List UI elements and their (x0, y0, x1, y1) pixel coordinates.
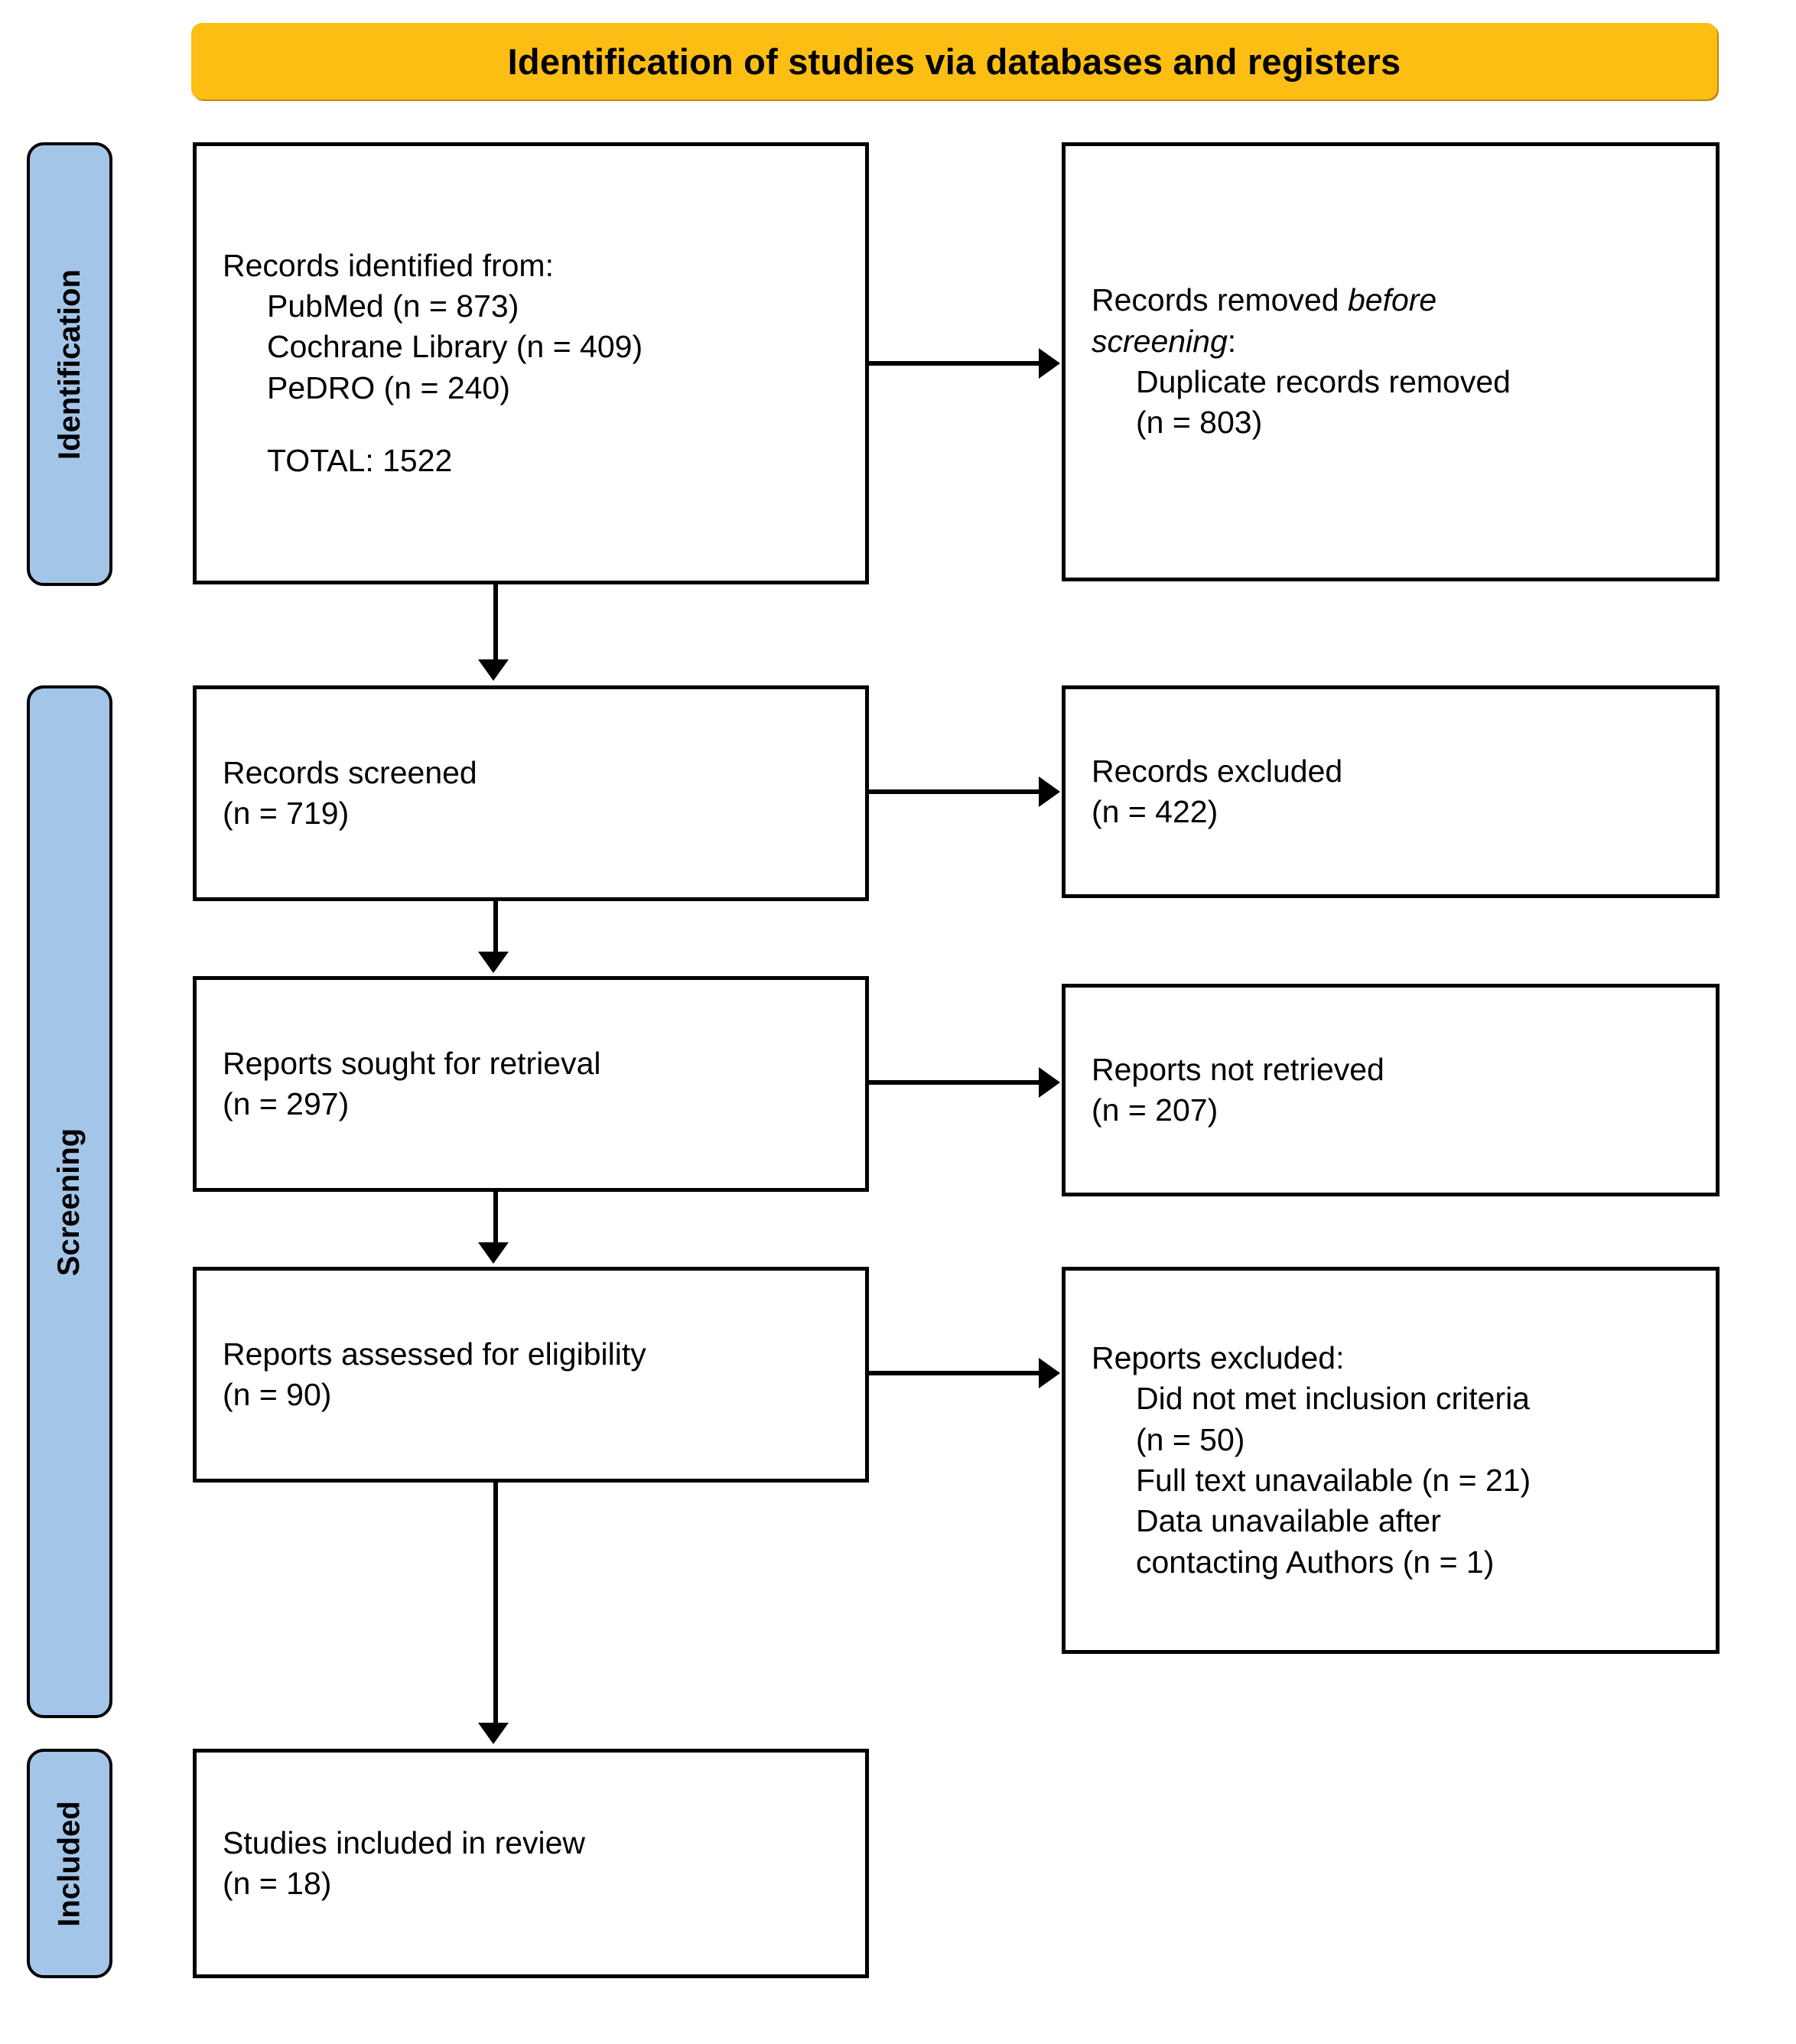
connector-sought-to-assessed (493, 1192, 498, 1244)
reports-excluded-heading: Reports excluded: (1092, 1340, 1345, 1376)
records-identified-total: TOTAL: 1522 (267, 442, 453, 478)
records-removed-heading-emphasis: before (1347, 282, 1437, 318)
stage-bar-included: Included (27, 1749, 112, 1978)
stage-label-identification: Identification (52, 269, 86, 460)
exclusion-reason-data-unavailable-cont: contacting Authors (n = 1) (1136, 1544, 1495, 1580)
connector-identified-to-screened (493, 584, 498, 661)
records-screened-count: (n = 719) (223, 796, 350, 831)
studies-included-count: (n = 18) (223, 1866, 332, 1901)
connector-assessed-to-included (493, 1483, 498, 1724)
box-studies-included: Studies included in review (n = 18) (193, 1749, 869, 1978)
stage-label-screening: Screening (52, 1128, 86, 1276)
source-cochrane: Cochrane Library (n = 409) (267, 329, 643, 365)
stage-label-included: Included (52, 1800, 86, 1927)
box-records-removed: Records removed before screening: Duplic… (1062, 142, 1720, 581)
arrow-sought-to-assessed (478, 1242, 509, 1264)
records-removed-subheading-colon: : (1227, 323, 1237, 359)
reports-not-retrieved-label: Reports not retrieved (1092, 1051, 1384, 1087)
arrow-screened-to-excluded (1039, 776, 1060, 807)
duplicate-records-removed-label: Duplicate records removed (1136, 364, 1511, 399)
records-screened-label: Records screened (223, 754, 477, 790)
arrow-assessed-to-included (478, 1723, 509, 1744)
reports-not-retrieved-count: (n = 207) (1092, 1092, 1218, 1128)
box-reports-sought: Reports sought for retrieval (n = 297) (193, 976, 869, 1192)
source-pubmed: PubMed (n = 873) (267, 288, 519, 324)
arrow-identified-to-screened (478, 659, 509, 681)
box-reports-not-retrieved: Reports not retrieved (n = 207) (1062, 984, 1720, 1196)
exclusion-reason-inclusion-criteria: Did not met inclusion criteria (1136, 1381, 1530, 1417)
arrow-screened-to-sought (478, 952, 509, 973)
arrow-sought-to-not-retrieved (1039, 1067, 1060, 1098)
box-records-screened: Records screened (n = 719) (193, 685, 869, 901)
stage-bar-screening: Screening (27, 685, 112, 1718)
reports-assessed-count: (n = 90) (223, 1377, 332, 1412)
reports-sought-label: Reports sought for retrieval (223, 1045, 601, 1081)
records-removed-heading: Records removed before (1092, 280, 1690, 321)
page-title: Identification of studies via databases … (507, 41, 1401, 82)
connector-assessed-to-reports-excluded (869, 1371, 1040, 1375)
diagram-header-banner: Identification of studies via databases … (191, 23, 1717, 99)
reports-assessed-label: Reports assessed for eligibility (223, 1336, 646, 1372)
box-records-identified: Records identified from: PubMed (n = 873… (193, 142, 869, 584)
records-identified-spacer (223, 408, 839, 441)
records-identified-heading: Records identified from: (223, 247, 554, 283)
exclusion-reason-inclusion-criteria-count: (n = 50) (1136, 1421, 1245, 1457)
records-removed-heading-text: Records removed (1092, 282, 1348, 318)
box-records-excluded: Records excluded (n = 422) (1062, 685, 1720, 898)
studies-included-label: Studies included in review (223, 1824, 586, 1860)
exclusion-reason-data-unavailable: Data unavailable after (1136, 1503, 1441, 1539)
arrow-identified-to-removed (1039, 348, 1060, 379)
connector-screened-to-sought (493, 901, 498, 953)
arrow-assessed-to-reports-excluded (1039, 1358, 1060, 1388)
records-removed-subheading-emphasis: screening (1092, 323, 1228, 359)
records-removed-subheading: screening: (1092, 321, 1690, 362)
box-reports-excluded: Reports excluded: Did not met inclusion … (1062, 1267, 1720, 1654)
records-excluded-count: (n = 422) (1092, 794, 1218, 829)
connector-screened-to-excluded (869, 789, 1040, 794)
exclusion-reason-full-text: Full text unavailable (n = 21) (1136, 1463, 1531, 1498)
stage-bar-identification: Identification (27, 142, 112, 586)
records-excluded-label: Records excluded (1092, 753, 1343, 789)
source-pedro: PeDRO (n = 240) (267, 369, 510, 405)
reports-sought-count: (n = 297) (223, 1086, 350, 1121)
connector-sought-to-not-retrieved (869, 1080, 1040, 1085)
box-reports-assessed: Reports assessed for eligibility (n = 90… (193, 1267, 869, 1483)
duplicate-records-removed-count: (n = 803) (1136, 405, 1263, 441)
connector-identified-to-removed (869, 361, 1040, 366)
